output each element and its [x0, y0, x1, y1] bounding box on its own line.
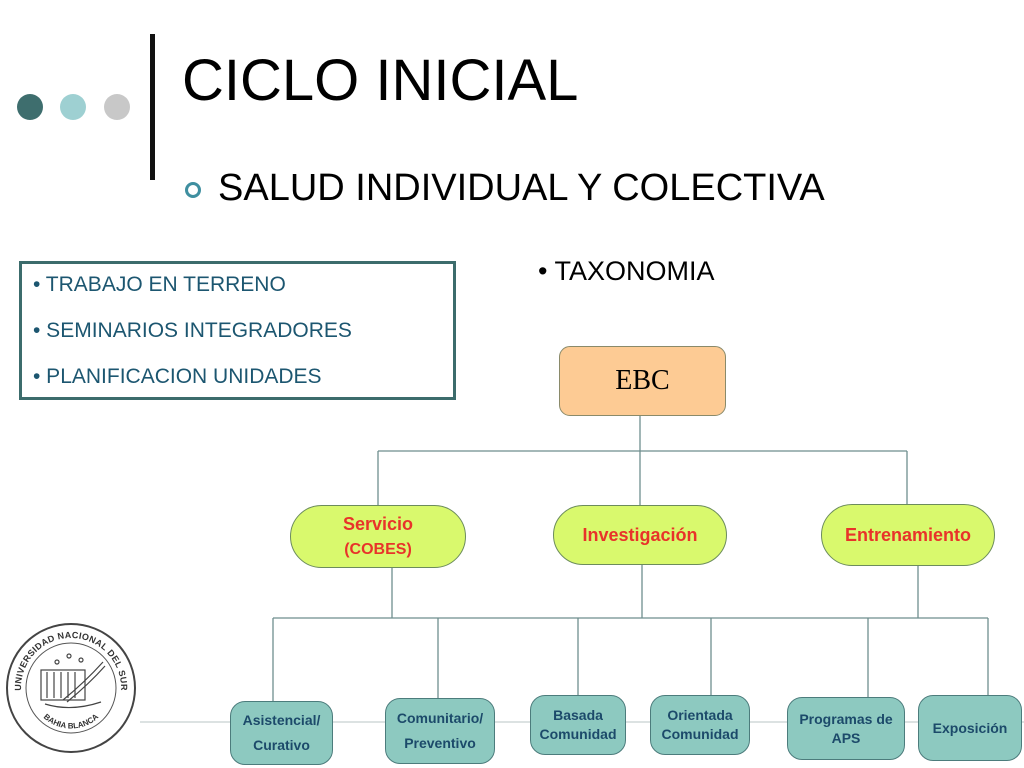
decor-dot-3	[104, 94, 130, 120]
node-servicio: Servicio (COBES)	[290, 505, 466, 568]
node-orientada-comunidad: Orientada Comunidad	[650, 695, 750, 755]
decor-dot-2	[60, 94, 86, 120]
node-servicio-label: Servicio	[342, 514, 414, 534]
node-asistencial: Asistencial/ Curativo	[230, 701, 333, 765]
title-divider	[150, 34, 155, 180]
slide-subtitle: SALUD INDIVIDUAL Y COLECTIVA	[185, 167, 825, 210]
node-basada-line2: Comunidad	[539, 726, 617, 742]
activities-box: • TRABAJO EN TERRENO • SEMINARIOS INTEGR…	[19, 261, 456, 400]
decor-dot-1	[17, 94, 43, 120]
node-comunitario-line2: Preventivo	[404, 735, 476, 751]
subtitle-text: SALUD INDIVIDUAL Y COLECTIVA	[218, 167, 825, 209]
node-programas-aps: Programas de APS	[787, 697, 905, 760]
node-asistencial-line2: Curativo	[253, 737, 310, 753]
node-exposicion: Exposición	[918, 695, 1022, 761]
node-asistencial-line1: Asistencial/	[242, 712, 321, 729]
node-exposicion-label: Exposición	[932, 719, 1008, 736]
university-seal-logo: UNIVERSIDAD NACIONAL DEL SUR BAHIA BLANC…	[6, 623, 136, 753]
bullet-ring-icon	[185, 181, 201, 198]
slide-title: CICLO INICIAL	[182, 48, 579, 113]
node-ebc: EBC	[559, 346, 726, 416]
node-investigacion-label: Investigación	[582, 524, 698, 545]
node-comunitario: Comunitario/ Preventivo	[385, 698, 495, 764]
node-servicio-sublabel: (COBES)	[344, 541, 412, 558]
taxonomy-label: • TAXONOMIA	[538, 256, 715, 286]
node-investigacion: Investigación	[553, 505, 727, 565]
node-entrenamiento-label: Entrenamiento	[844, 524, 972, 545]
node-orientada-line2: Comunidad	[661, 726, 739, 742]
node-programas-line2: APS	[831, 729, 861, 746]
node-basada-comunidad: Basada Comunidad	[530, 695, 626, 755]
activity-item-2: • SEMINARIOS INTEGRADORES	[33, 319, 352, 342]
node-basada-line1: Basada	[553, 707, 603, 724]
node-programas-line1: Programas de	[799, 710, 893, 727]
node-entrenamiento: Entrenamiento	[821, 504, 995, 566]
node-orientada-line1: Orientada	[667, 707, 733, 724]
node-ebc-label: EBC	[615, 365, 670, 396]
node-comunitario-line1: Comunitario/	[396, 710, 484, 727]
activity-item-1: • TRABAJO EN TERRENO	[33, 273, 286, 296]
activity-item-3: • PLANIFICACION UNIDADES	[33, 365, 322, 388]
